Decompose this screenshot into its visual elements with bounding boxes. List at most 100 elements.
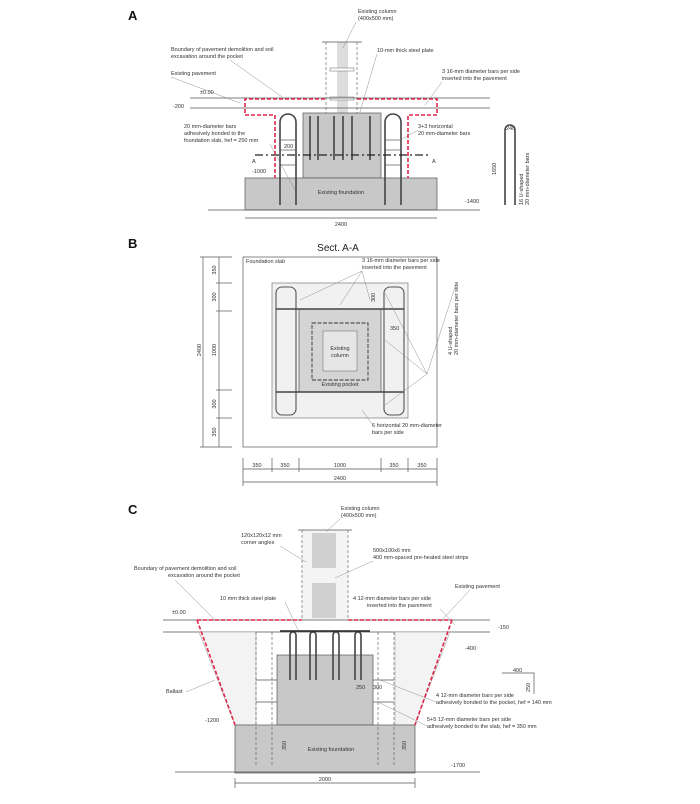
- bottom-dim: 350: [389, 463, 398, 469]
- dim-width-a: 2400: [335, 222, 347, 228]
- section-mark-right: A: [432, 159, 436, 165]
- label-boundary-a: Boundary of pavement demolition and soil: [171, 47, 273, 53]
- level-200-a: -200: [173, 104, 184, 110]
- level-0-a: ±0.00: [200, 90, 214, 96]
- section-mark-left: A: [252, 159, 256, 165]
- bars-c: [255, 630, 395, 765]
- bottom-dim: 350: [280, 463, 289, 469]
- label-foundation-slab: Foundation slab: [246, 259, 285, 265]
- bar-bend-detail: [502, 672, 535, 694]
- label-bars-pocket-2: adhesively bonded to the pocket, hef = 1…: [436, 700, 552, 706]
- dim-300-b: 300: [371, 293, 377, 302]
- label-bars-pavement-b-2: inserted into the pavement: [362, 265, 427, 271]
- column-a: [337, 42, 348, 114]
- left-total: 2400: [197, 344, 203, 356]
- label-ubars-b: 4 U-shaped: [448, 327, 454, 355]
- level-150-c: -150: [498, 625, 509, 631]
- dim-width-c: 2000: [319, 777, 331, 783]
- u-bars-b: [275, 286, 405, 416]
- label-existing-column-c: Existing column: [341, 506, 380, 512]
- label-boundary-c: Boundary of pavement demolition and soil: [134, 566, 236, 572]
- level-1200-c: -1200: [205, 718, 219, 724]
- bottom-dim: 350: [417, 463, 426, 469]
- excavation-boundary-a: [244, 98, 438, 178]
- label-existing-pavement-c: Existing pavement: [455, 584, 500, 590]
- existing-pocket-c: [276, 654, 374, 726]
- left-dim: 350: [212, 427, 218, 436]
- bottom-dim: 1000: [334, 463, 346, 469]
- bottom-dim: 350: [252, 463, 261, 469]
- label-ubars-b-2: 20 mm-diameter bars per side: [454, 282, 460, 355]
- label-existing-foundation-c: Existing foundation: [308, 747, 354, 753]
- label-bars-pavement-c-2: inserted into the pavement: [367, 603, 432, 609]
- dim-350-left-c: 350: [282, 741, 288, 750]
- label-bars-bonded-a-3: foundation slab, hef = 250 mm: [184, 138, 259, 144]
- label-horizontal-bars-b-2: bars per side: [372, 430, 404, 436]
- panel-a: A A A Existing column (400x500 mm) Bound: [128, 8, 531, 228]
- label-existing-column-a-size: (400x500 mm): [358, 16, 394, 22]
- label-steel-strips-2: 400 mm-spaced pre-heated steel strips: [373, 555, 469, 561]
- label-existing-column-b-2: column: [331, 353, 349, 359]
- left-dim: 1000: [212, 344, 218, 356]
- label-horizontal-bars-a: 3+3 horizontal: [418, 124, 453, 130]
- label-steel-plate-a: 10-mm thick steel plate: [377, 48, 434, 54]
- label-boundary-a-2: excavation around the pocket: [171, 54, 243, 60]
- label-existing-column-b: Existing: [330, 346, 349, 352]
- panel-b: B Sect. A-A Foundation slab 3 16-mm diam…: [128, 236, 460, 486]
- label-existing-foundation-a: Existing foundation: [318, 190, 364, 196]
- label-existing-column-a: Existing column: [358, 9, 397, 15]
- dim-200-a: 200: [284, 144, 293, 150]
- label-bars-bonded-a: 20 mm-diameter bars: [184, 124, 237, 130]
- label-steel-strips: 500x100x6 mm: [373, 548, 411, 554]
- dim-350-right-c: 350: [402, 741, 408, 750]
- label-bars-pavement-b: 3 16-mm diameter bars per side: [362, 258, 440, 264]
- label-bars-pavement-a: 3 16-mm diameter bars per side: [442, 69, 520, 75]
- dim-250-c: 250: [356, 685, 365, 691]
- label-bars-slab-2: adhesively bonded to the slab, hef = 350…: [427, 724, 537, 730]
- panel-label-c: C: [128, 502, 138, 517]
- bar-dim-400: 400: [513, 668, 522, 674]
- label-bars-pavement-c: 4 12-mm diameter bars per side: [353, 596, 431, 602]
- foundation-slab-b: [242, 256, 438, 448]
- left-dim: 300: [212, 399, 218, 408]
- u-bar-detail: [504, 124, 516, 205]
- label-boundary-c-2: excavation around the pocket: [168, 573, 240, 579]
- label-bars-bonded-a-2: adhesively bonded to the: [184, 131, 245, 137]
- label-horizontal-bars-a-2: 20 mm-diameter bars: [418, 131, 471, 137]
- ubar-width: 240: [506, 126, 515, 132]
- u-bars-a: [279, 113, 402, 205]
- label-bars-slab: 5+5 12-mm diameter bars per side: [427, 717, 511, 723]
- label-existing-pocket-b: Existing pocket: [322, 382, 359, 388]
- label-bars-pavement-a-2: inserted into the pavement: [442, 76, 507, 82]
- label-corner-angles-2: corner angles: [241, 540, 275, 546]
- ubar-height: 1650: [492, 163, 498, 175]
- dim-300-c: 300: [373, 685, 382, 691]
- existing-column-b: [322, 330, 358, 372]
- level-1700-c: -1700: [451, 763, 465, 769]
- label-steel-plate-c: 10 mm thick steel plate: [220, 596, 276, 602]
- left-dim: 350: [212, 265, 218, 274]
- existing-foundation-c: [234, 724, 416, 774]
- bar-dim-250: 250: [526, 683, 532, 692]
- label-existing-pavement-a: Existing pavement: [171, 71, 216, 77]
- bottom-dimensions: 350 350 1000 350 350 2400: [242, 458, 438, 486]
- ubar-label-2: 20 mm-diameter bars: [525, 152, 531, 205]
- level-1000-a: -1000: [252, 169, 266, 175]
- section-title: Sect. A-A: [317, 243, 359, 254]
- bottom-total: 2400: [334, 476, 346, 482]
- ubar-label: 16 U-shaped: [519, 174, 525, 206]
- label-ballast: Ballast: [166, 689, 183, 695]
- level-400-c: -400: [465, 646, 476, 652]
- panel-label-a: A: [128, 8, 138, 23]
- left-dimensions: 350 300 1000 300 350 2400: [197, 256, 232, 448]
- dim-350-b: 350: [390, 326, 399, 332]
- level-0-c: ±0.00: [172, 610, 186, 616]
- label-existing-column-c-2: (400x500 mm): [341, 513, 377, 519]
- existing-foundation-a: [244, 177, 438, 211]
- label-corner-angles: 120x120x12 mm: [241, 533, 282, 539]
- label-horizontal-bars-b: 6 horizontal 20 mm-diameter: [372, 423, 442, 429]
- panel-c: C Existing column (400x500 mm) 120x120x1…: [128, 502, 552, 788]
- panel-label-b: B: [128, 236, 137, 251]
- label-bars-pocket: 4 12-mm diameter bars per side: [436, 693, 514, 699]
